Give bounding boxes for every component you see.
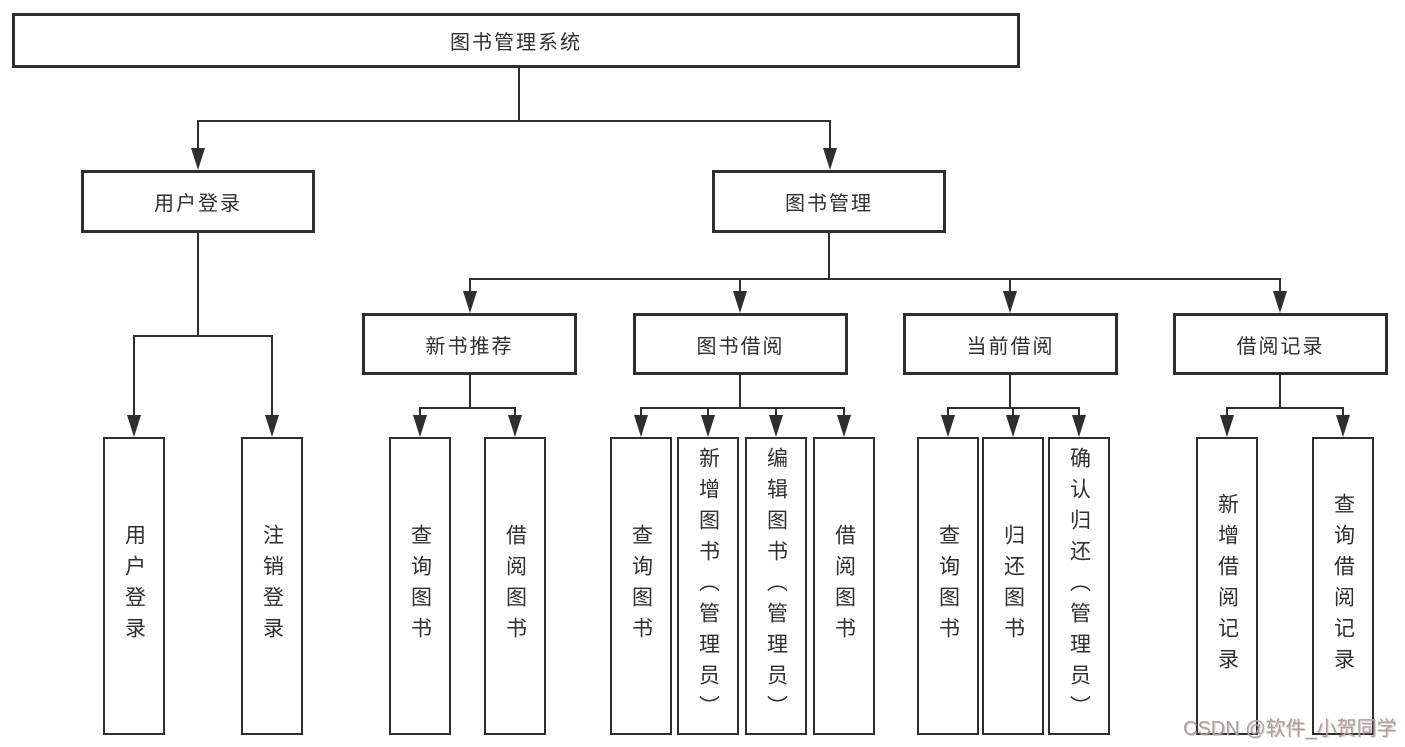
connector-line [197, 120, 831, 122]
node-label: 当前借阅 [966, 335, 1055, 358]
connector-line [197, 120, 199, 148]
node-system-root: 图书管理系统 [12, 13, 1020, 68]
arrowhead-down-icon [941, 415, 955, 437]
node-user-login: 用户登录 [81, 170, 315, 233]
node-label: 查询图书 [629, 524, 653, 648]
arrowhead-down-icon [634, 415, 648, 437]
node-current-borrowing: 当前借阅 [903, 313, 1118, 375]
node-label: 注销登录 [260, 524, 284, 648]
connector-line [419, 407, 421, 415]
node-label: 查询借阅记录 [1331, 493, 1355, 679]
arrowhead-down-icon [769, 415, 783, 437]
node-label: 借阅图书 [503, 524, 527, 648]
connector-line [640, 407, 845, 409]
csdn-watermark: CSDN @软件_小贺同学 [1183, 718, 1397, 740]
node-label: 新增借阅记录 [1215, 493, 1239, 679]
leaf-return-books: 归还图书 [982, 437, 1044, 735]
connector-line [1226, 407, 1228, 415]
node-label: 用户登录 [122, 524, 146, 648]
node-label: 确认归还（管理员） [1067, 446, 1091, 726]
connector-line [1279, 278, 1281, 291]
connector-line [1009, 375, 1011, 407]
connector-line [947, 407, 949, 415]
connector-line [518, 68, 520, 120]
leaf-query-books-recommend: 查询图书 [389, 437, 451, 735]
arrowhead-down-icon [1003, 291, 1017, 313]
connector-line [469, 375, 471, 407]
node-book-management: 图书管理 [712, 170, 946, 233]
node-label: 借阅记录 [1236, 335, 1325, 358]
leaf-borrow-books-borrowing: 借阅图书 [813, 437, 875, 735]
connector-line [1078, 407, 1080, 415]
arrowhead-down-icon [1273, 291, 1287, 313]
node-label: 借阅图书 [832, 524, 856, 648]
node-label: 新增图书（管理员） [696, 446, 720, 726]
leaf-add-books-admin: 新增图书（管理员） [677, 437, 739, 735]
connector-line [197, 233, 199, 335]
connector-line [775, 407, 777, 415]
node-book-borrowing: 图书借阅 [633, 313, 848, 375]
connector-line [739, 375, 741, 407]
connector-line [707, 407, 709, 415]
connector-line [1226, 407, 1344, 409]
node-label: 用户登录 [154, 193, 242, 215]
arrowhead-down-icon [1336, 415, 1350, 437]
connector-line [469, 278, 471, 291]
node-label: 图书借阅 [696, 335, 785, 358]
connector-line [1279, 375, 1281, 407]
connector-line [640, 407, 642, 415]
node-label: 新书推荐 [425, 335, 514, 358]
connector-line [739, 278, 741, 291]
arrowhead-down-icon [1072, 415, 1086, 437]
connector-line [1342, 407, 1344, 415]
leaf-query-books-current: 查询图书 [917, 437, 979, 735]
leaf-confirm-return-admin: 确认归还（管理员） [1048, 437, 1110, 735]
node-label: 图书管理系统 [450, 32, 582, 54]
connector-line [133, 335, 135, 415]
connector-line [469, 278, 1281, 280]
arrowhead-down-icon [837, 415, 851, 437]
arrowhead-down-icon [191, 148, 205, 170]
arrowhead-down-icon [463, 291, 477, 313]
arrowhead-down-icon [508, 415, 522, 437]
arrowhead-down-icon [701, 415, 715, 437]
connector-line [271, 335, 273, 415]
arrowhead-down-icon [1006, 415, 1020, 437]
connector-line [133, 335, 273, 337]
connector-line [828, 233, 830, 278]
node-label: 图书管理 [785, 193, 873, 215]
node-borrowing-records: 借阅记录 [1173, 313, 1388, 375]
leaf-borrow-books-recommend: 借阅图书 [484, 437, 546, 735]
node-label: 编辑图书（管理员） [764, 446, 788, 726]
node-label: 查询图书 [936, 524, 960, 648]
node-new-book-recommend: 新书推荐 [362, 313, 577, 375]
leaf-add-borrow-record: 新增借阅记录 [1196, 437, 1258, 735]
connector-line [419, 407, 516, 409]
node-label: 查询图书 [408, 524, 432, 648]
leaf-query-books-borrowing: 查询图书 [610, 437, 672, 735]
connector-line [1012, 407, 1014, 415]
node-label: 归还图书 [1001, 524, 1025, 648]
arrowhead-down-icon [127, 415, 141, 437]
leaf-edit-books-admin: 编辑图书（管理员） [745, 437, 807, 735]
connector-line [843, 407, 845, 415]
connector-line [829, 120, 831, 148]
leaf-logout: 注销登录 [241, 437, 303, 735]
arrowhead-down-icon [265, 415, 279, 437]
leaf-user-login: 用户登录 [103, 437, 165, 735]
arrowhead-down-icon [823, 148, 837, 170]
arrowhead-down-icon [413, 415, 427, 437]
connector-line [514, 407, 516, 415]
arrowhead-down-icon [733, 291, 747, 313]
connector-line [1009, 278, 1011, 291]
leaf-query-borrow-record: 查询借阅记录 [1312, 437, 1374, 735]
arrowhead-down-icon [1220, 415, 1234, 437]
